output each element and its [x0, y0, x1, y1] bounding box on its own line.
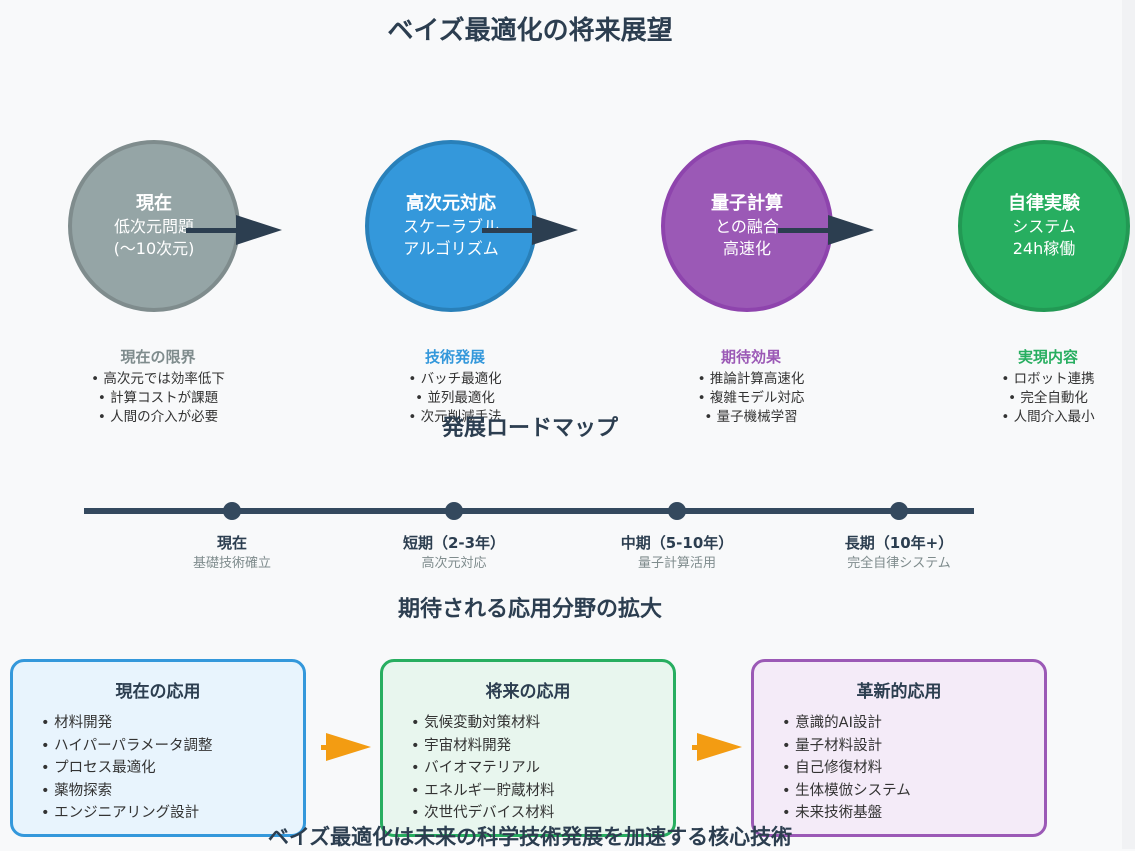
- stage-line: アルゴリズム: [403, 239, 499, 258]
- stage-autonomous-circle: 自律実験 システム 24h稼働: [958, 140, 1130, 312]
- description-item: • 人間介入最小: [1001, 409, 1095, 425]
- list-item: • 宇宙材料開発: [411, 737, 512, 754]
- stage-line: スケーラブル: [402, 217, 499, 236]
- list-item: • 量子材料設計: [782, 737, 883, 754]
- milestone: 現在 基礎技術確立: [132, 532, 332, 574]
- stage-title: 量子計算: [711, 193, 783, 214]
- description-item: • 複雑モデル対応: [697, 390, 805, 406]
- milestone-label: 短期（2-3年）: [402, 534, 506, 552]
- milestone-sub: 完全自律システム: [847, 556, 951, 571]
- list-item: • 次世代デバイス材料: [411, 805, 555, 821]
- description-title: 実現内容: [1017, 348, 1078, 366]
- milestone: 短期（2-3年） 高次元対応: [354, 532, 554, 574]
- stage-line: との融合: [715, 217, 779, 236]
- future-applications-box: 将来の応用 • 気候変動対策材料 • 宇宙材料開発 • バイオマテリアル • エ…: [380, 659, 676, 837]
- roadmap-title: 発展ロードマップ: [441, 416, 618, 441]
- stage-description: 期待効果 • 推論計算高速化 • 複雑モデル対応 • 量子機械学習: [641, 346, 861, 427]
- innovative-applications-box: 革新的応用 • 意識的AI設計 • 量子材料設計 • 自己修復材料 • 生体模倣…: [751, 659, 1047, 837]
- stage-line: 高速化: [722, 239, 771, 258]
- stage-title: 高次元対応: [406, 193, 496, 214]
- arrow-right-icon: [186, 215, 282, 245]
- stage-description: 現在の限界 • 高次元では効率低下 • 計算コストが課題 • 人間の介入が必要: [48, 346, 268, 427]
- description-item: • 完全自動化: [1008, 390, 1088, 406]
- description-item: • バッチ最適化: [408, 371, 502, 387]
- milestone-sub: 高次元対応: [421, 556, 487, 571]
- stage-title: 自律実験: [1008, 193, 1080, 214]
- milestone: 中期（5-10年） 量子計算活用: [577, 532, 777, 574]
- stage-description: 実現内容 • ロボット連携 • 完全自動化 • 人間介入最小: [938, 346, 1135, 427]
- description-title: 技術発展: [424, 348, 485, 366]
- stage-line: 低次元問題: [113, 217, 194, 236]
- description-title: 期待効果: [720, 348, 781, 366]
- milestone-sub: 量子計算活用: [637, 556, 716, 571]
- list-item: • エネルギー貯蔵材料: [411, 782, 555, 799]
- arrow-right-icon: [778, 215, 874, 245]
- orange-arrow-right-icon: [321, 733, 371, 761]
- description-title: 現在の限界: [120, 348, 196, 366]
- milestone-sub: 基礎技術確立: [192, 556, 271, 571]
- description-item: • ロボット連携: [1001, 371, 1095, 387]
- stage-quantum-circle: 量子計算 との融合 高速化: [661, 140, 833, 312]
- stage-line: 24h稼働: [1012, 239, 1076, 258]
- list-item: • 未来技術基盤: [782, 805, 883, 821]
- list-item: • バイオマテリアル: [411, 760, 541, 776]
- stage-high-dim-circle: 高次元対応 スケーラブル アルゴリズム: [365, 140, 537, 312]
- description-item: • 並列最適化: [415, 390, 495, 406]
- description-item: • 人間の介入が必要: [97, 409, 219, 425]
- box-title: 将来の応用: [485, 682, 571, 702]
- arrow-right-icon: [482, 215, 578, 245]
- timeline-line: [84, 508, 974, 514]
- stage-line: システム: [1012, 217, 1076, 236]
- description-item: • 推論計算高速化: [697, 371, 805, 387]
- list-item: • プロセス最適化: [41, 760, 156, 776]
- milestone-label: 中期（5-10年）: [620, 534, 734, 552]
- timeline-dot: [890, 502, 908, 520]
- box-title: 現在の応用: [115, 682, 201, 702]
- milestone-label: 長期（10年+）: [844, 534, 954, 552]
- description-item: • 高次元では効率低下: [91, 371, 225, 387]
- stage-description: 技術発展 • バッチ最適化 • 並列最適化 • 次元削減手法: [345, 346, 565, 427]
- list-item: • 生体模倣システム: [782, 782, 911, 799]
- page-title: ベイズ最適化の将来展望: [387, 16, 673, 46]
- list-item: • ハイパーパラメータ調整: [41, 737, 213, 754]
- box-title: 革新的応用: [856, 682, 942, 702]
- list-item: • 意識的AI設計: [782, 715, 882, 731]
- description-item: • 計算コストが課題: [97, 390, 219, 406]
- timeline-dot: [223, 502, 241, 520]
- list-item: • 自己修復材料: [782, 760, 883, 776]
- orange-arrow-right-icon: [692, 733, 742, 761]
- description-item: • 次元削減手法: [408, 409, 502, 425]
- timeline-dot: [445, 502, 463, 520]
- footer-tagline: ベイズ最適化は未来の科学技術発展を加速する核心技術: [267, 825, 793, 849]
- list-item: • 気候変動対策材料: [411, 715, 541, 731]
- milestone-label: 現在: [216, 534, 247, 552]
- applications-title: 期待される応用分野の拡大: [397, 597, 662, 622]
- current-applications-box: 現在の応用 • 材料開発 • ハイパーパラメータ調整 • プロセス最適化 • 薬…: [10, 659, 306, 837]
- list-item: • 材料開発: [41, 715, 113, 731]
- list-item: • エンジニアリング設計: [41, 805, 200, 821]
- milestone: 長期（10年+） 完全自律システム: [799, 532, 999, 574]
- stage-line: (〜10次元): [113, 239, 195, 258]
- description-item: • 量子機械学習: [704, 409, 798, 425]
- stage-title: 現在: [136, 193, 172, 214]
- list-item: • 薬物探索: [41, 782, 113, 799]
- timeline-dot: [668, 502, 686, 520]
